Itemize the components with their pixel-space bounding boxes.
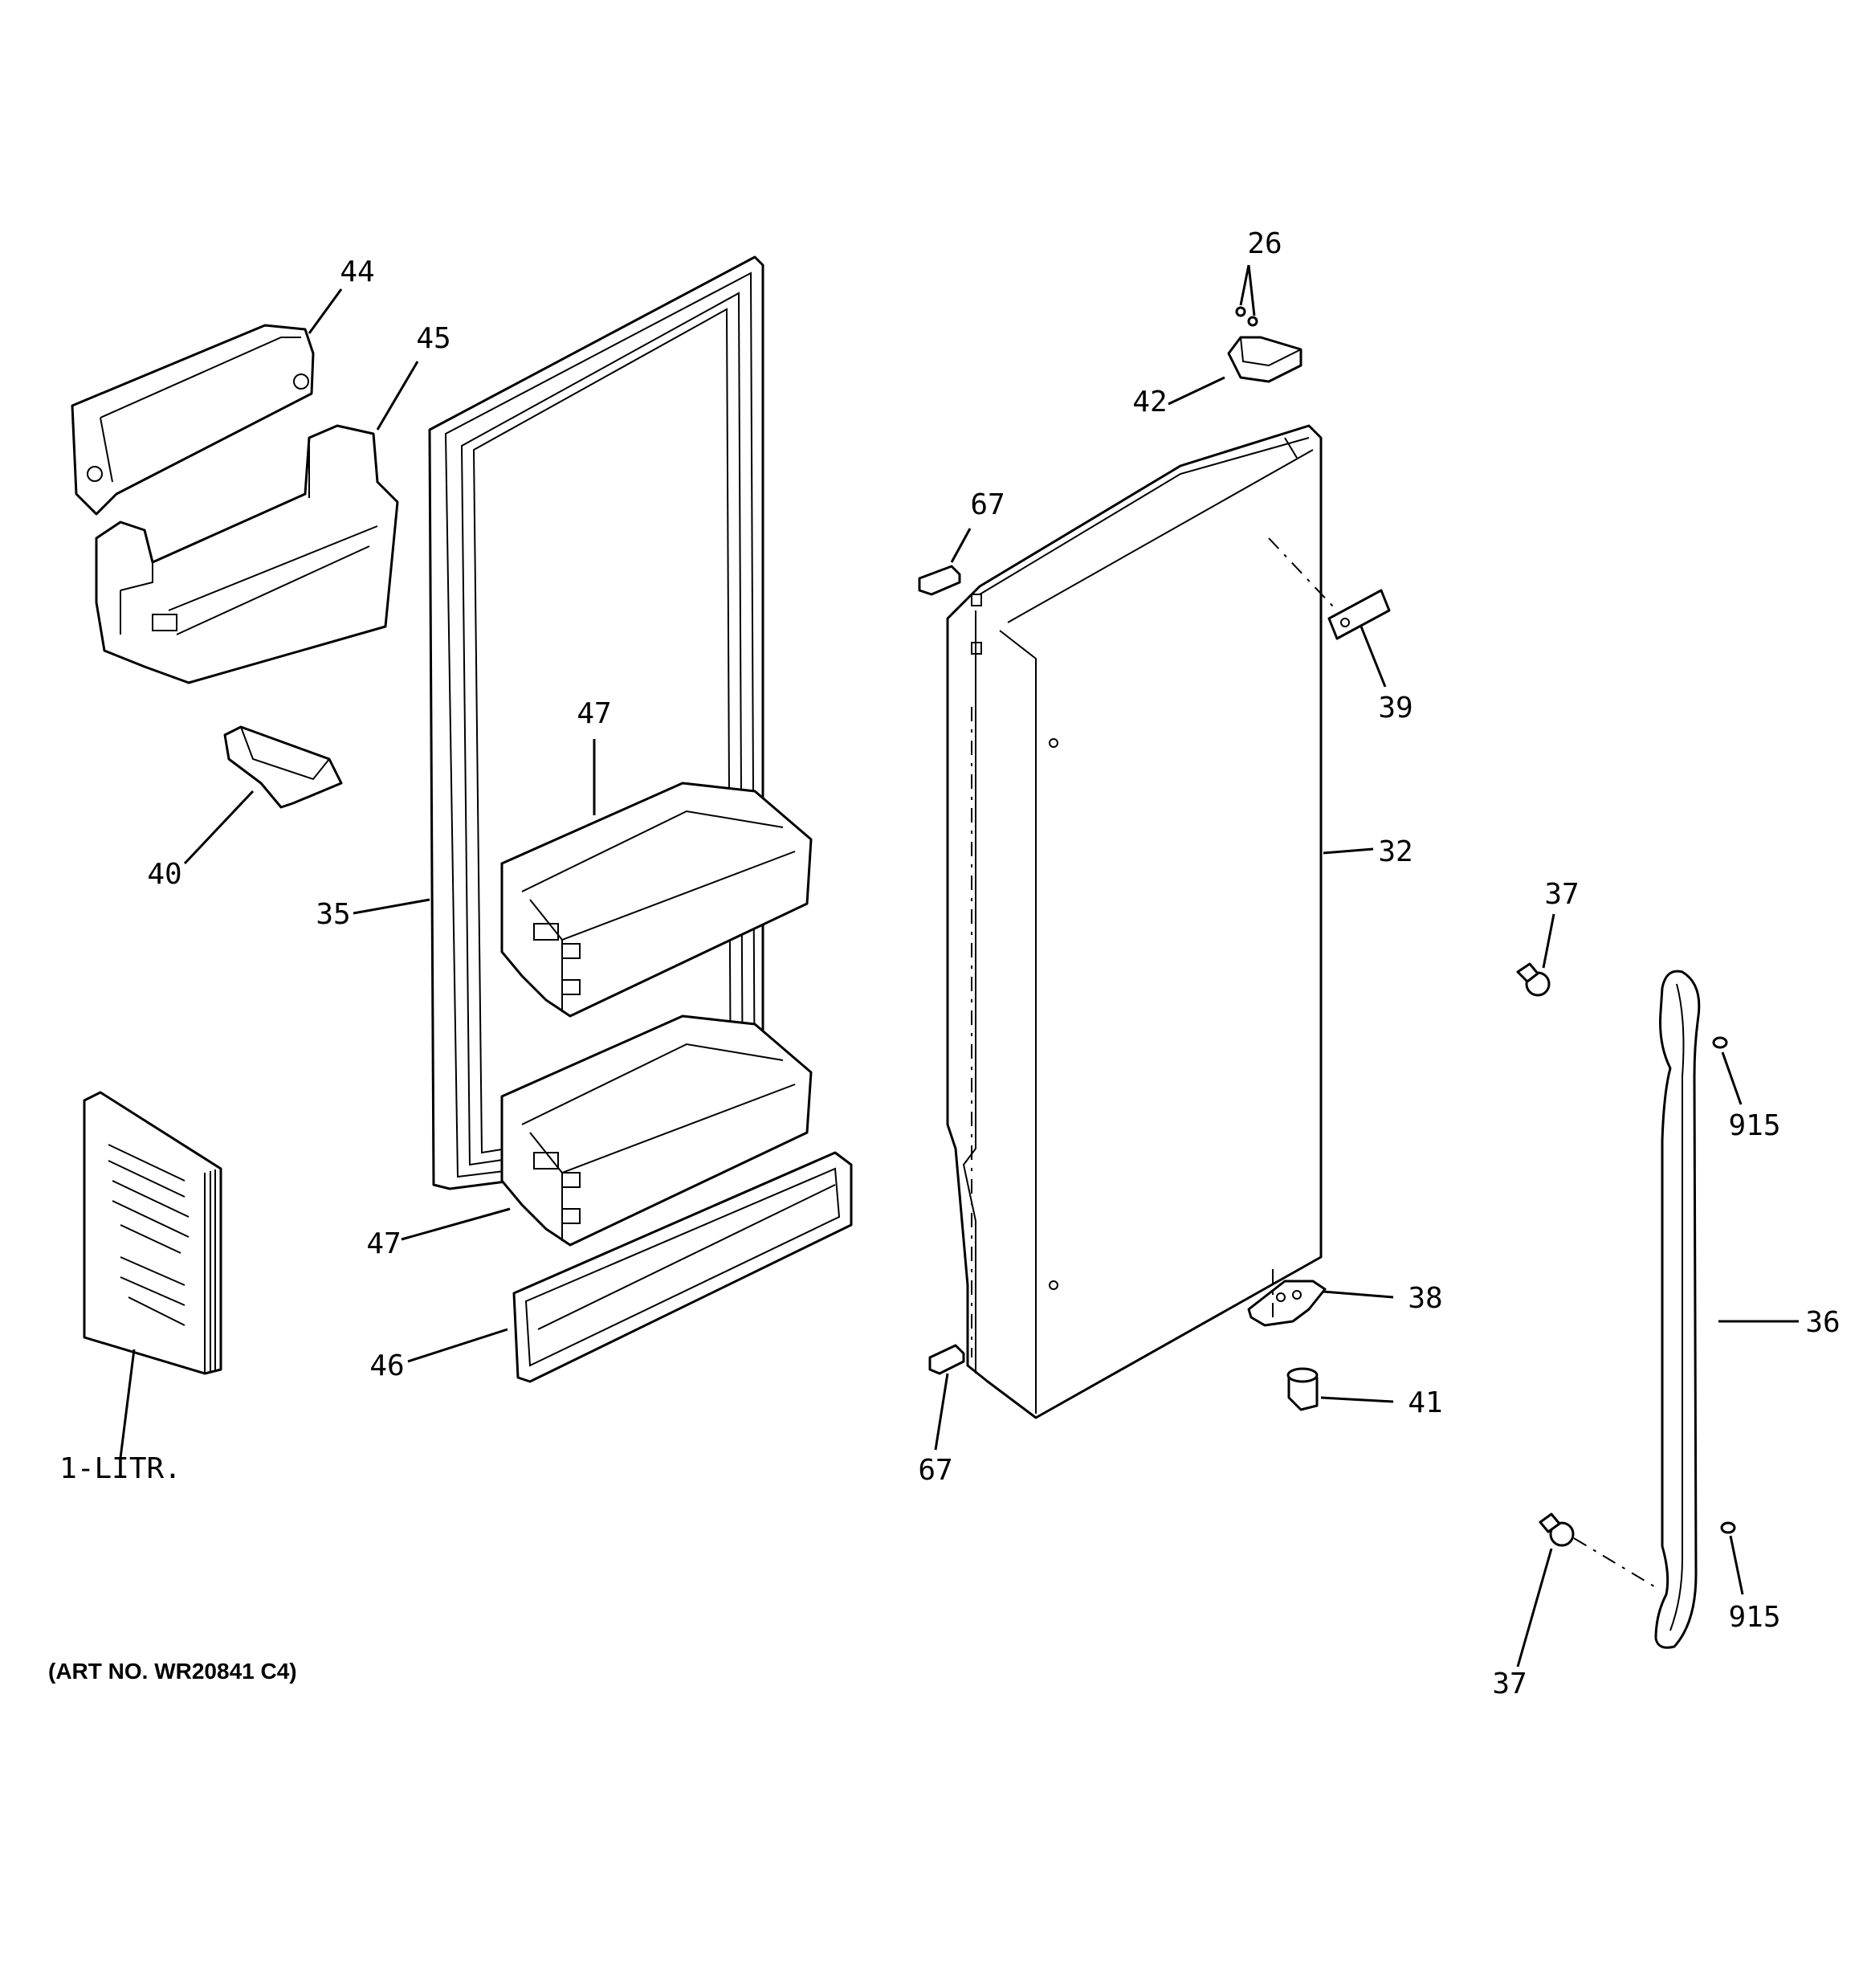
part-915-set-screw-upper <box>1712 1036 1728 1049</box>
part-47-upper-door-bin <box>500 782 813 1018</box>
part-32-door <box>946 424 1323 1419</box>
callout-37-upper: 37 <box>1544 878 1579 911</box>
callout-45: 45 <box>416 322 450 355</box>
callout-39: 39 <box>1378 692 1413 725</box>
part-39-badge <box>1327 589 1391 640</box>
callout-36: 36 <box>1805 1306 1840 1339</box>
part-46-bar-rail <box>512 1151 853 1383</box>
callout-915-lower: 915 <box>1728 1601 1780 1634</box>
callout-1-litr: 1-LITR. <box>59 1452 181 1485</box>
callout-46: 46 <box>369 1349 404 1382</box>
alignment-lines <box>971 537 1655 1587</box>
callout-40: 40 <box>147 858 181 891</box>
callout-47-lower: 47 <box>366 1227 401 1260</box>
callout-67-lower: 67 <box>918 1454 952 1487</box>
part-40-clip <box>223 725 343 809</box>
callout-41: 41 <box>1408 1386 1442 1419</box>
callout-32: 32 <box>1378 835 1413 868</box>
part-literature-booklet <box>83 1091 222 1375</box>
part-44-bin-cover <box>71 324 315 516</box>
callout-35: 35 <box>316 898 350 931</box>
callout-38: 38 <box>1408 1282 1442 1315</box>
part-915-set-screw-lower <box>1720 1521 1736 1534</box>
callout-42: 42 <box>1132 386 1167 418</box>
callout-44: 44 <box>340 255 374 288</box>
part-42-top-hinge <box>1227 336 1302 383</box>
callout-67-upper: 67 <box>970 488 1005 521</box>
leader-lines <box>119 264 1799 1668</box>
part-36-handle <box>1654 970 1701 1649</box>
callout-labels: 44 45 40 35 47 47 46 1-LITR. 26 42 67 39… <box>59 227 1841 1700</box>
part-38-bottom-hinge <box>1247 1280 1327 1327</box>
callout-47-upper: 47 <box>577 697 611 730</box>
part-37-screw-upper <box>1516 962 1551 997</box>
art-number: (ART NO. WR20841 C4) <box>48 1659 297 1684</box>
part-41-bushing <box>1286 1367 1319 1411</box>
part-37-screw-lower <box>1539 1512 1575 1547</box>
part-45-dairy-bin <box>95 424 399 684</box>
part-26-screws <box>1235 306 1258 327</box>
part-67-stop-lower <box>928 1344 965 1375</box>
part-67-stop-upper <box>918 565 961 596</box>
part-47-lower-door-bin <box>500 1014 813 1247</box>
callout-26: 26 <box>1247 227 1282 260</box>
callout-915-upper: 915 <box>1728 1109 1780 1142</box>
callout-37-lower: 37 <box>1492 1668 1527 1700</box>
